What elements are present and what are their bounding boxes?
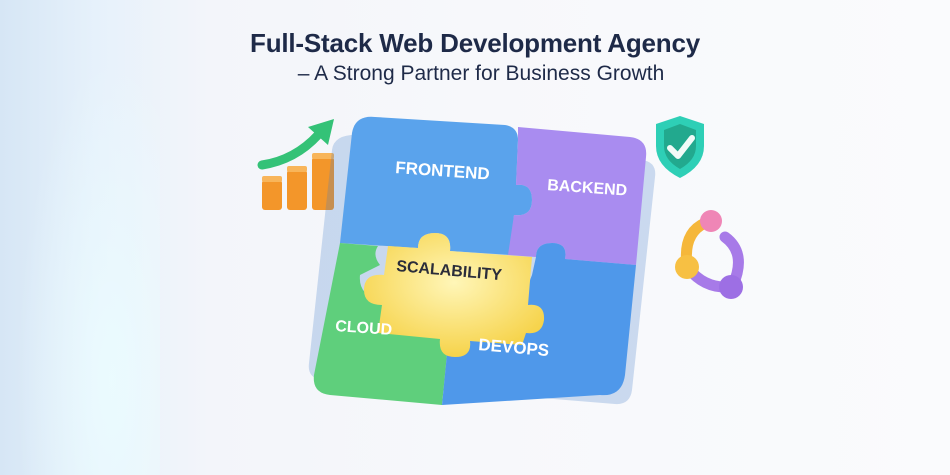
puzzle-piece-scalability (364, 233, 545, 357)
puzzle-piece-frontend (340, 116, 532, 255)
label-backend: BACKEND (547, 177, 628, 200)
puzzle-graphic: FRONTEND BACKEND SCALABILITY CLOUD DEVOP… (308, 116, 656, 405)
connected-nodes-icon (675, 210, 744, 299)
background-glow (0, 0, 160, 475)
puzzle-piece-backend (508, 127, 647, 265)
shield-check-icon (656, 116, 704, 178)
growth-chart-icon (257, 119, 334, 210)
page-subtitle: – A Strong Partner for Business Growth (297, 62, 665, 85)
page-title: Full-Stack Web Development Agency (250, 28, 700, 58)
label-cloud: CLOUD (335, 318, 393, 339)
